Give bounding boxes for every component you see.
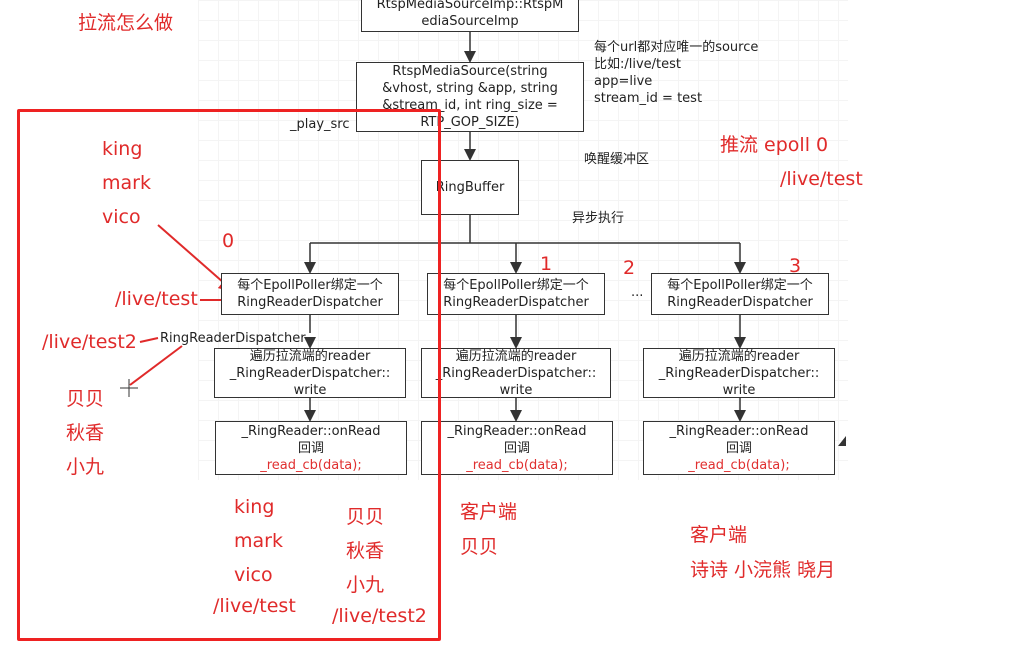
- box-line: 遍历拉流端的reader: [678, 348, 800, 364]
- client-names-2: 诗诗 小浣熊 晓月: [690, 559, 836, 581]
- box-line: 每个EpollPoller绑定一个: [443, 278, 589, 293]
- path-live-test2: /live/test2: [42, 331, 137, 353]
- wake-note: 唤醒缓冲区: [584, 152, 650, 167]
- name-mark-top: mark: [102, 172, 151, 194]
- box-line: RTP_GOP_SIZE): [420, 115, 520, 130]
- red-line-test2-to-side: [139, 337, 159, 343]
- box-line: write: [722, 382, 756, 398]
- name-beibei-mid: 贝贝: [66, 388, 105, 410]
- box-line: &vhost, string &app, string: [382, 81, 558, 96]
- box-line: _read_cb(data);: [688, 457, 790, 473]
- name-vico-top: vico: [102, 206, 141, 228]
- box-line: RingReaderDispatcher: [667, 295, 813, 310]
- reader-box-1: _RingReader::onRead 回调 _read_cb(data);: [215, 421, 407, 475]
- bottom-left-path: /live/test: [213, 595, 296, 617]
- rtsp-media-source-imp-box: RtspMediaSourceImp::RtspM ediaSourceImp: [361, 0, 579, 32]
- box-line: RingReaderDispatcher: [237, 295, 383, 310]
- dispatcher-box-3: 每个EpollPoller绑定一个 RingReaderDispatcher: [651, 273, 829, 315]
- box-line: 遍历拉流端的reader: [455, 348, 577, 364]
- box-line: ediaSourceImp: [421, 14, 519, 29]
- bottom-right-xiaojiu: 小九: [346, 574, 385, 596]
- client-name-1: 贝贝: [460, 536, 499, 558]
- box-line: 回调: [297, 440, 324, 456]
- box-line: RtspMediaSource(string: [392, 64, 548, 79]
- client-label-1: 客户端: [460, 501, 518, 523]
- box-line: write: [499, 382, 533, 398]
- bottom-right-qiuxiang: 秋香: [346, 540, 385, 562]
- bottom-left-king: king: [234, 496, 275, 518]
- red-highlight-frame: [17, 109, 441, 641]
- bottom-right-path: /live/test2: [332, 605, 427, 627]
- index-2: 2: [623, 257, 636, 279]
- box-line: _RingReader::onRead: [447, 423, 587, 439]
- box-line: _read_cb(data);: [466, 457, 568, 473]
- note-line: app=live: [594, 74, 653, 89]
- index-0: 0: [222, 230, 235, 252]
- box-line: _RingReader::onRead: [241, 423, 381, 439]
- box-line: 回调: [503, 440, 530, 456]
- ring-buffer-box: RingBuffer: [421, 160, 519, 215]
- red-arrow-names-to-dispatcher: [157, 224, 236, 293]
- name-qiuxiang-mid: 秋香: [66, 422, 105, 444]
- rtsp-media-source-box: RtspMediaSource(string &vhost, string &a…: [356, 62, 584, 132]
- box-line: _RingReaderDispatcher::: [435, 365, 597, 381]
- note-line: 比如:/live/test: [594, 57, 682, 72]
- box-line: 每个EpollPoller绑定一个: [667, 278, 813, 293]
- index-1: 1: [540, 253, 553, 275]
- name-xiaojiu-mid: 小九: [66, 456, 105, 478]
- box-line: _RingReaderDispatcher::: [229, 365, 391, 381]
- dispatcher-box-2: 每个EpollPoller绑定一个 RingReaderDispatcher: [427, 273, 605, 315]
- edge-arrowhead-icon: [838, 436, 846, 446]
- async-note: 异步执行: [572, 211, 625, 226]
- bottom-left-mark: mark: [234, 530, 283, 552]
- reader-box-2: _RingReader::onRead 回调 _read_cb(data);: [421, 421, 613, 475]
- box-line: 回调: [725, 440, 752, 456]
- writer-box-2: 遍历拉流端的reader _RingReaderDispatcher:: wri…: [421, 348, 611, 398]
- bottom-right-beibei: 贝贝: [346, 506, 385, 528]
- path-live-test: /live/test: [115, 288, 198, 310]
- dispatcher-box-1: 每个EpollPoller绑定一个 RingReaderDispatcher: [221, 273, 399, 315]
- reader-box-3: _RingReader::onRead 回调 _read_cb(data);: [643, 421, 835, 475]
- writer-box-3: 遍历拉流端的reader _RingReaderDispatcher:: wri…: [643, 348, 835, 398]
- note-line: 每个url都对应唯一的source: [594, 40, 759, 55]
- writer-box-1: 遍历拉流端的reader _RingReaderDispatcher:: wri…: [214, 348, 406, 398]
- push-path: /live/test: [780, 168, 863, 190]
- note-line: stream_id = test: [594, 91, 703, 106]
- box-line: 每个EpollPoller绑定一个: [237, 278, 383, 293]
- box-line: RingBuffer: [435, 180, 505, 195]
- box-line: _RingReaderDispatcher::: [658, 365, 820, 381]
- name-king-top: king: [102, 138, 143, 160]
- box-line: _RingReader::onRead: [669, 423, 809, 439]
- side-dispatcher-label: RingReaderDispatcher: [160, 331, 306, 346]
- bottom-left-vico: vico: [234, 564, 273, 586]
- page-title: 拉流怎么做: [78, 12, 174, 34]
- box-line: RtspMediaSourceImp::RtspM: [376, 0, 564, 12]
- crosshair-cursor-icon: [120, 379, 138, 397]
- box-line: 遍历拉流端的reader: [249, 348, 371, 364]
- red-arrow-side-to-cursor: [129, 345, 183, 386]
- push-title: 推流 epoll 0: [720, 134, 829, 156]
- client-label-2: 客户端: [690, 524, 748, 546]
- play-src-label: _play_src: [290, 117, 350, 132]
- box-line: RingReaderDispatcher: [443, 295, 589, 310]
- ellipsis-label: ...: [631, 285, 644, 300]
- box-line: write: [293, 382, 327, 398]
- source-note: 每个url都对应唯一的source 比如:/live/test app=live…: [594, 39, 758, 107]
- box-line: _read_cb(data);: [260, 457, 362, 473]
- index-3: 3: [789, 255, 802, 277]
